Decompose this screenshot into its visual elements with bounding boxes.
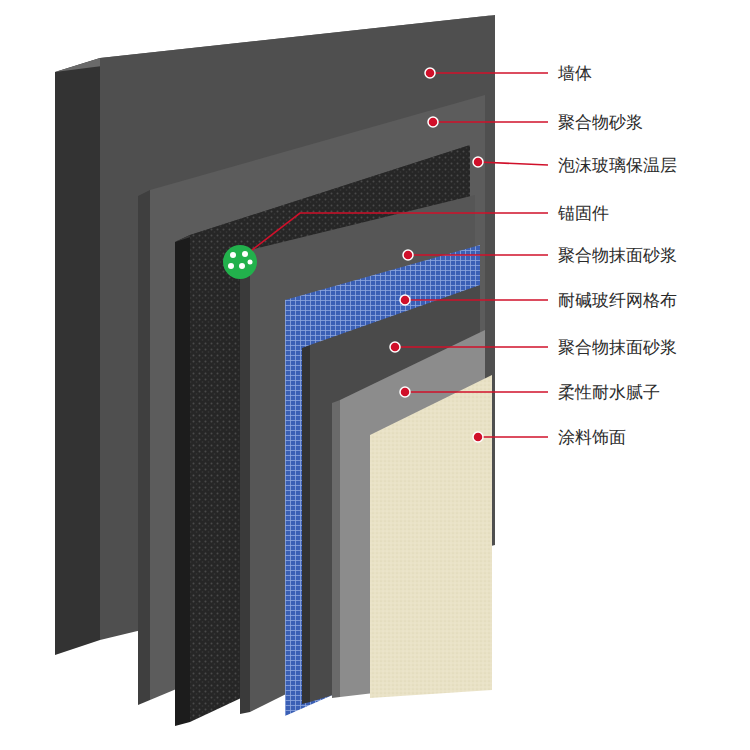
plaster-side: [240, 250, 250, 714]
part-label: 柔性耐水腻子: [558, 381, 660, 403]
leader-lines: [252, 73, 548, 437]
leader-dots: [390, 68, 483, 442]
foam-side: [175, 235, 190, 726]
part-label: 涂料饰面: [558, 426, 626, 448]
part-label: 耐碱玻纤网格布: [558, 289, 677, 311]
part-label: 泡沫玻璃保温层: [558, 154, 677, 176]
wall-side: [55, 58, 100, 655]
plaster2-side: [302, 345, 310, 704]
part-label: 聚合物抹面砂浆: [558, 244, 677, 266]
anchor-symbol: [223, 245, 257, 279]
paint-front: [370, 375, 492, 698]
part-label: 聚合物砂浆: [558, 111, 643, 133]
mortar-side: [138, 190, 150, 705]
part-label: 锚固件: [558, 202, 609, 224]
part-label: 墙体: [558, 62, 592, 84]
part-label: 聚合物抹面砂浆: [558, 336, 677, 358]
putty-side: [332, 400, 340, 698]
